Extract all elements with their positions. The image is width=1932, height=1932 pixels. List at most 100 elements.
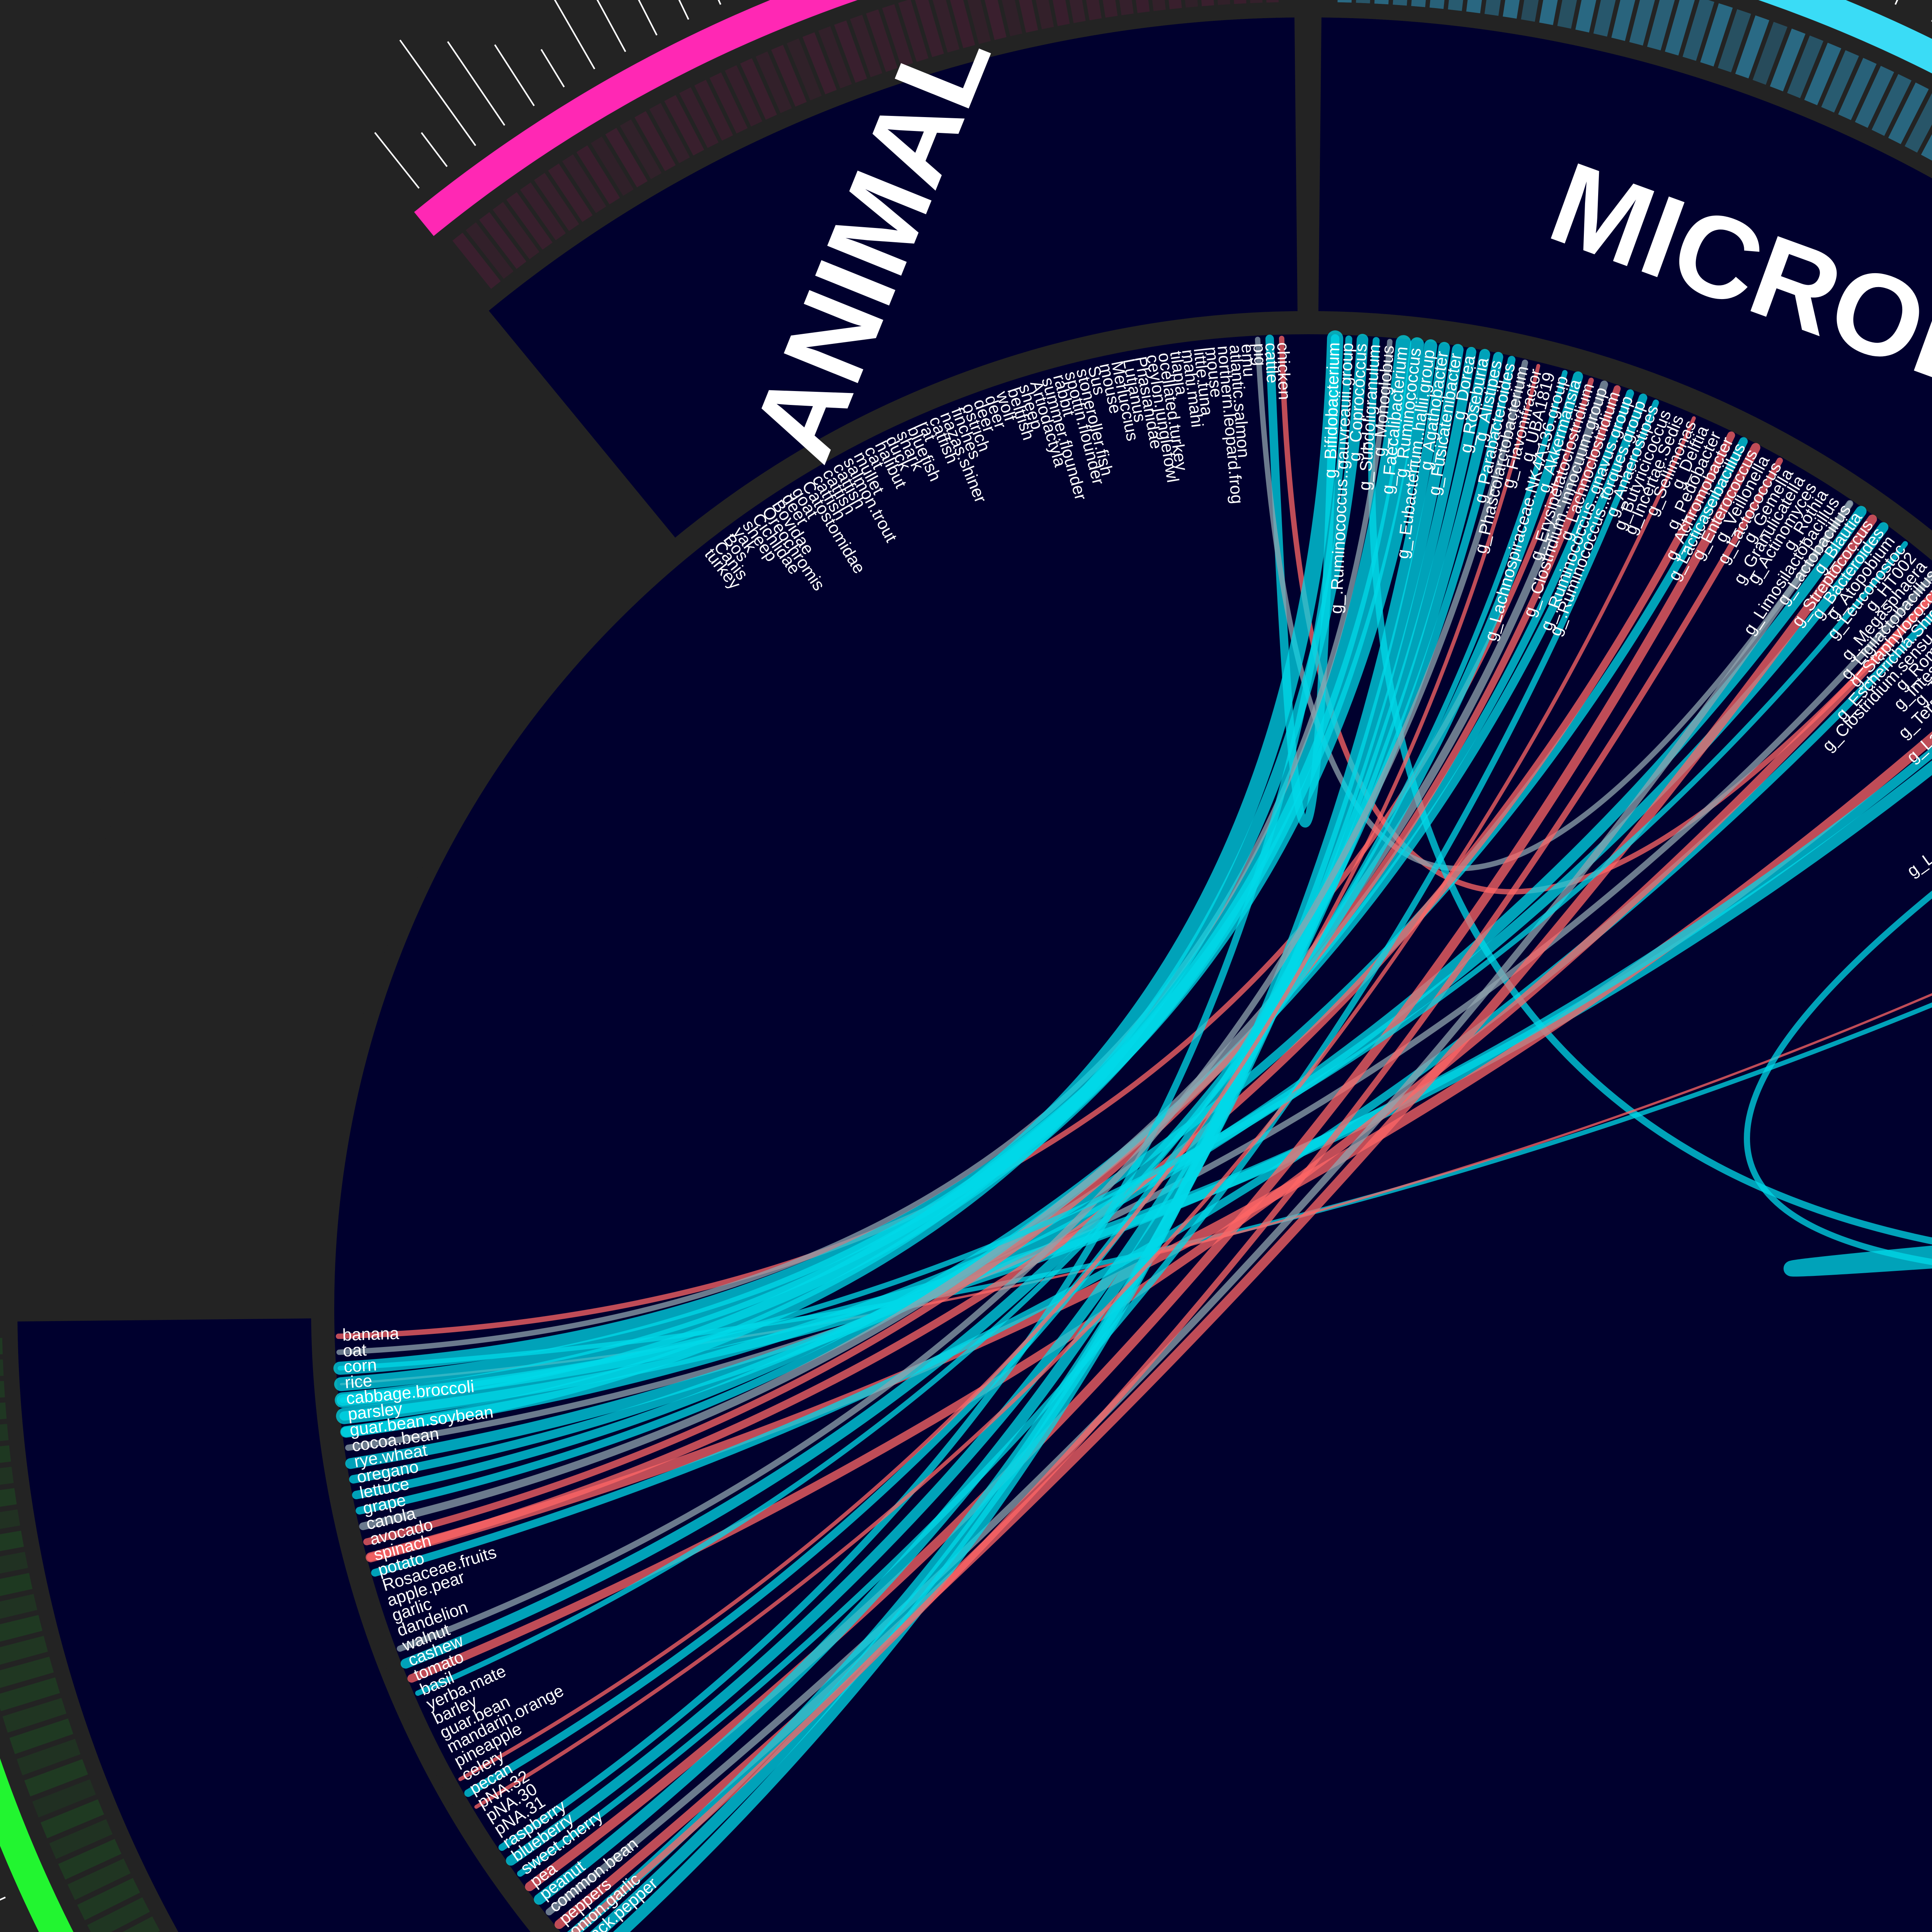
node-bar (32, 1779, 96, 1818)
chord-link (506, 352, 1503, 1866)
node-bar (17, 1739, 81, 1776)
chord-links (333, 330, 1932, 1932)
node-bar (866, 9, 898, 72)
dendrogram-branch (596, 0, 626, 52)
node-label: cattle (1262, 342, 1282, 384)
sector-band-animal (489, 17, 1298, 538)
node-bar (0, 1359, 4, 1376)
dendrogram-branch (374, 132, 420, 189)
node-bar (0, 1509, 20, 1529)
node-bar (1201, 0, 1214, 7)
category-ring-microbiome (1758, 0, 1932, 74)
chord-link (336, 330, 1344, 1424)
node-bar (724, 65, 762, 127)
node-bar (0, 1424, 9, 1441)
node-bar (1136, 0, 1150, 13)
node-bar (1102, 0, 1118, 18)
node-bar (1855, 66, 1894, 128)
node-bar (1448, 0, 1463, 11)
node-bar (0, 1656, 54, 1688)
node-bar (1871, 74, 1912, 136)
category-ring-animal (414, 0, 858, 236)
chord-link (474, 416, 1696, 1809)
node-bar (1539, 0, 1558, 25)
chord-link (458, 364, 1541, 1781)
node-bar (1718, 9, 1751, 73)
node-bar (2, 1698, 67, 1733)
node-bar (898, 0, 929, 62)
node-bar (1804, 43, 1842, 105)
chord-link (534, 349, 1490, 1905)
dendrogram-branch (399, 39, 476, 146)
node-bar (1921, 134, 1932, 161)
node-bar (1821, 50, 1859, 113)
dendrogram-branch (447, 41, 505, 126)
node-bar (882, 4, 913, 67)
node-bar (1888, 82, 1929, 145)
chord-link (498, 335, 1352, 1851)
node-bar (818, 26, 852, 89)
chord-link (359, 380, 1608, 1530)
node-bar (0, 1402, 7, 1420)
node-bar (694, 80, 733, 141)
node-bar (1521, 0, 1539, 22)
node-bar (493, 202, 540, 260)
node-bar (520, 182, 566, 240)
node-bar (1069, 0, 1086, 23)
dendrogram-branch (540, 49, 565, 88)
node-bar (0, 1677, 60, 1711)
node-bar (1152, 0, 1166, 11)
chord-link (1255, 337, 1853, 871)
node-bar (1086, 0, 1102, 20)
node-label: pig (1250, 343, 1270, 366)
node-bar (452, 233, 501, 289)
sector-band-plant (17, 1318, 531, 1932)
node-bar (1700, 3, 1733, 67)
node-bar (967, 0, 991, 44)
node-bar (122, 1916, 160, 1932)
node-bar (709, 72, 748, 134)
node-bar (1611, 0, 1635, 41)
node-bar (915, 0, 944, 57)
node-bar (1168, 0, 1182, 10)
node-bar (620, 119, 662, 179)
node-bar (0, 1594, 37, 1619)
node-bar (77, 1878, 140, 1920)
node-bar (1466, 0, 1482, 14)
node-bar (1665, 0, 1695, 56)
node-bar (1002, 0, 1022, 36)
sector-title-band (17, 17, 1932, 1932)
node-bar (1647, 0, 1675, 51)
node-bar (466, 222, 514, 279)
node-bar (0, 1381, 5, 1398)
node-bar (1266, 0, 1279, 3)
chord-link (400, 371, 1583, 1669)
node-bar (0, 1445, 11, 1463)
node-bar (1119, 0, 1134, 15)
chord-link (1368, 337, 1932, 1245)
node-bar (87, 1897, 150, 1932)
node-bar (1393, 0, 1407, 6)
node-bar (1557, 0, 1577, 29)
node-bar (755, 51, 792, 113)
node-label: rice (344, 1371, 373, 1392)
node-bar (1838, 58, 1877, 120)
node-bar (1218, 0, 1230, 5)
node-bar (9, 1718, 73, 1754)
chord-link (415, 370, 1568, 1696)
chord-link (464, 355, 1516, 1797)
node-bar (1053, 0, 1070, 26)
node-bar (0, 1338, 3, 1355)
node-bar (1593, 0, 1616, 37)
dendrogram-branch (1895, 0, 1898, 5)
node-bar (1682, 0, 1714, 61)
chord-link (340, 541, 1908, 1403)
node-bar (1234, 0, 1247, 4)
node-bar (1787, 35, 1823, 99)
node-bar (802, 32, 837, 95)
chord-link (396, 359, 1528, 1652)
chord-link (570, 457, 1783, 1932)
category-ring-plant (0, 1758, 74, 1932)
node-bar (1411, 0, 1426, 7)
node-label: chicken (1274, 342, 1294, 400)
